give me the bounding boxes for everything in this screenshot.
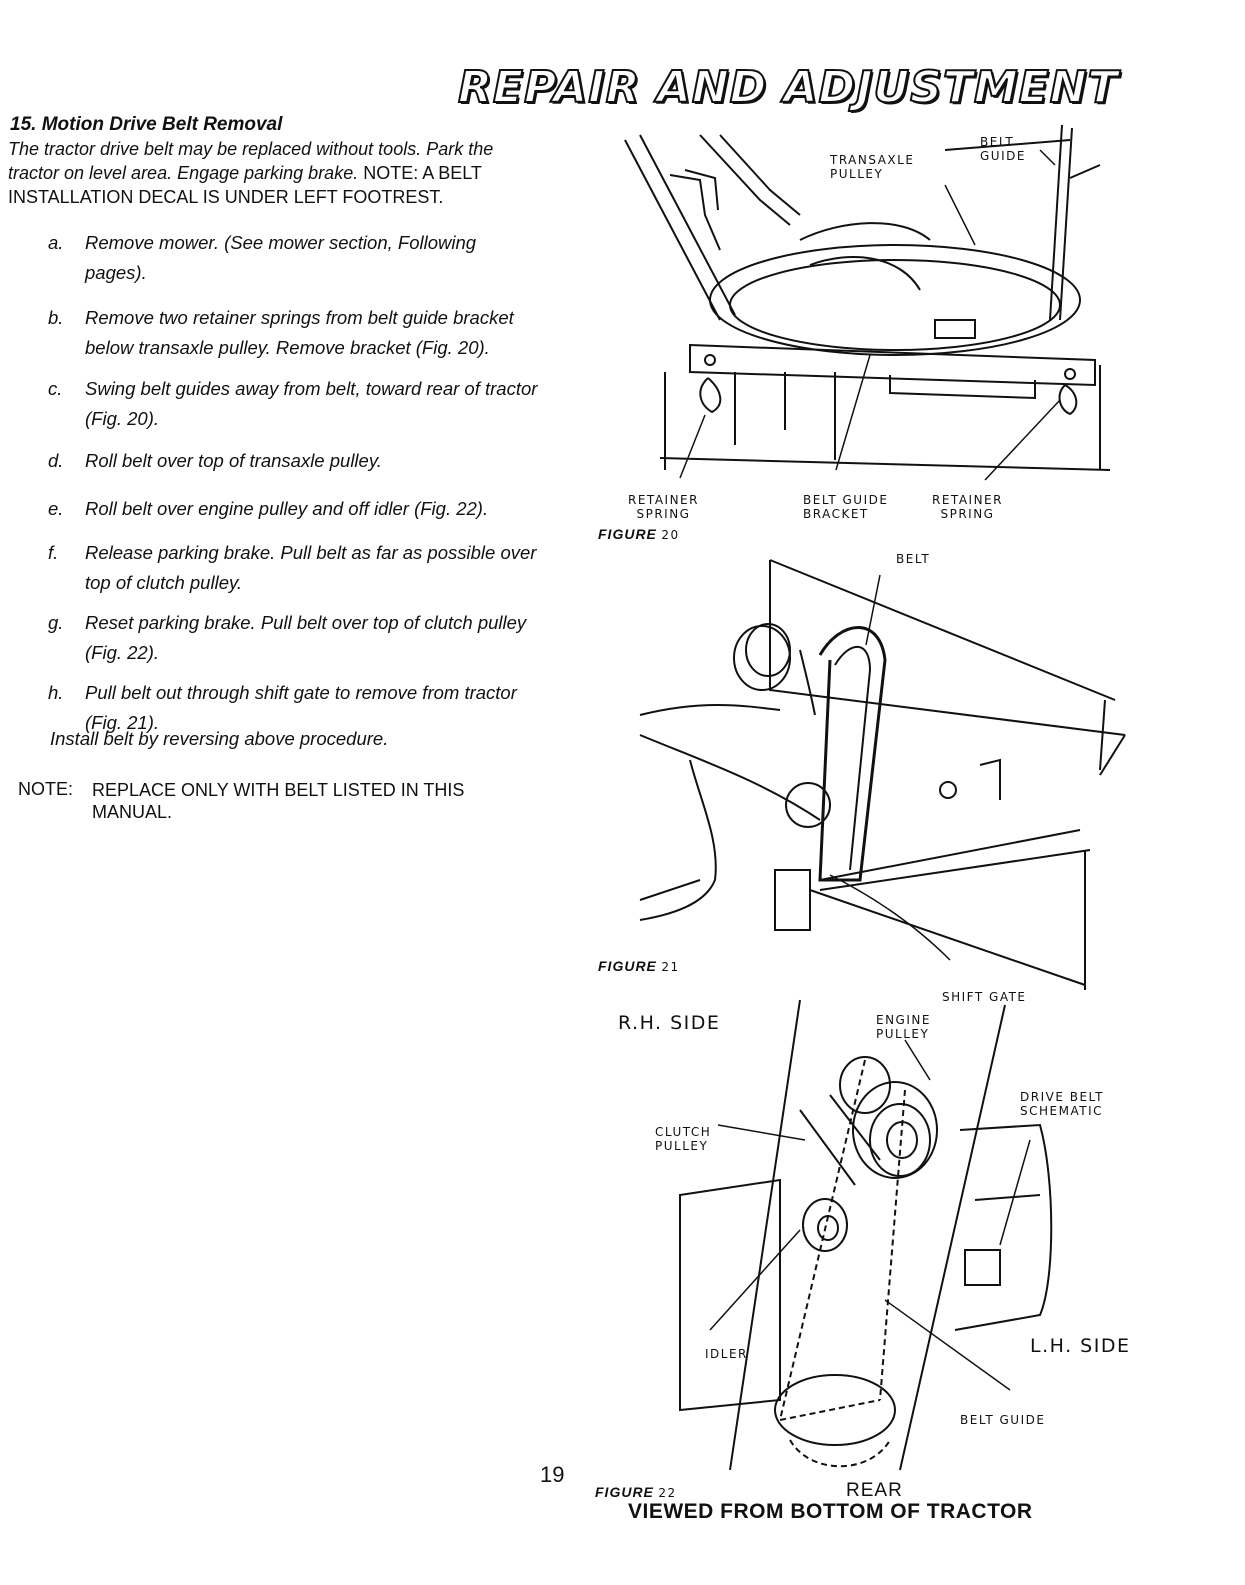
figure-21-drawing bbox=[639, 559, 1126, 990]
page-title: REPAIR AND ADJUSTMENT bbox=[457, 61, 1119, 114]
intro-italic-text: The tractor drive belt may be replaced w… bbox=[8, 139, 494, 183]
figure-20-drawing bbox=[624, 124, 1111, 481]
engine-pulley-label: ENGINE PULLEY bbox=[876, 1013, 931, 1041]
note-label: NOTE: bbox=[18, 779, 74, 799]
clutch-pulley-label: CLUTCH PULLEY bbox=[655, 1125, 712, 1153]
figure-caption-number: 21 bbox=[661, 960, 680, 974]
idler-label: IDLER bbox=[705, 1347, 748, 1361]
belt-guide-bracket-label: BELT GUIDE BRACKET bbox=[803, 493, 889, 521]
retainer-spring-right-label: RETAINER SPRING bbox=[932, 493, 1003, 521]
intro-note-text: NOTE: A BELT INSTALLATION DECAL IS UNDER… bbox=[8, 163, 482, 207]
step-letter: h. bbox=[48, 682, 64, 703]
step-letter: c. bbox=[48, 378, 63, 399]
figure-caption-number: 22 bbox=[658, 1486, 677, 1500]
step-text: Reset parking brake. Pull belt over top … bbox=[85, 612, 527, 663]
figure-20-caption: FIGURE 20 bbox=[598, 526, 680, 544]
figure-caption-word: FIGURE bbox=[598, 958, 657, 974]
figure-22-drawing bbox=[679, 999, 1053, 1471]
belt-guide-label-fig22: BELT GUIDE bbox=[960, 1413, 1046, 1427]
retainer-spring-left-label: RETAINER SPRING bbox=[628, 493, 699, 521]
step-text: Remove mower. (See mower section, Follow… bbox=[85, 232, 477, 283]
step-text: Roll belt over top of transaxle pulley. bbox=[85, 450, 382, 471]
step-text: Release parking brake. Pull belt as far … bbox=[85, 542, 537, 593]
note-text: REPLACE ONLY WITH BELT LISTED IN THIS MA… bbox=[92, 780, 465, 822]
step-text: Swing belt guides away from belt, toward… bbox=[85, 378, 538, 429]
step-letter: d. bbox=[48, 450, 64, 471]
belt-guide-label: BELT GUIDE bbox=[980, 135, 1026, 163]
drive-belt-schematic-label: DRIVE BELT SCHEMATIC bbox=[1020, 1090, 1104, 1118]
figure-caption-word: FIGURE bbox=[595, 1484, 654, 1500]
figure-21-caption: FIGURE 21 bbox=[598, 958, 680, 976]
step-text: Remove two retainer springs from belt gu… bbox=[85, 307, 514, 358]
rh-side-label: R.H. SIDE bbox=[618, 1012, 721, 1034]
step-letter: e. bbox=[48, 498, 64, 519]
transaxle-pulley-label: TRANSAXLE PULLEY bbox=[830, 153, 915, 181]
step-letter: a. bbox=[48, 232, 64, 253]
figure-caption-number: 20 bbox=[661, 528, 680, 542]
rear-label: REAR bbox=[846, 1480, 903, 1501]
step-letter: f. bbox=[48, 542, 59, 563]
page-number: 19 bbox=[540, 1462, 565, 1487]
step-text: Pull belt out through shift gate to remo… bbox=[85, 682, 517, 733]
intro-paragraph: The tractor drive belt may be replaced w… bbox=[8, 137, 538, 209]
viewed-from-caption: VIEWED FROM BOTTOM OF TRACTOR bbox=[628, 1500, 1033, 1523]
figure-caption-word: FIGURE bbox=[598, 526, 657, 542]
step-text: Roll belt over engine pulley and off idl… bbox=[85, 498, 489, 519]
figure-22-caption: FIGURE 22 bbox=[595, 1484, 677, 1502]
step-letter: b. bbox=[48, 307, 64, 328]
step-letter: g. bbox=[48, 612, 64, 633]
section-heading: 15. Motion Drive Belt Removal bbox=[10, 114, 283, 135]
belt-label: BELT bbox=[896, 552, 931, 566]
lh-side-label: L.H. SIDE bbox=[1030, 1335, 1131, 1357]
install-instruction: Install belt by reversing above procedur… bbox=[50, 728, 389, 749]
shift-gate-label: SHIFT GATE bbox=[942, 990, 1027, 1004]
